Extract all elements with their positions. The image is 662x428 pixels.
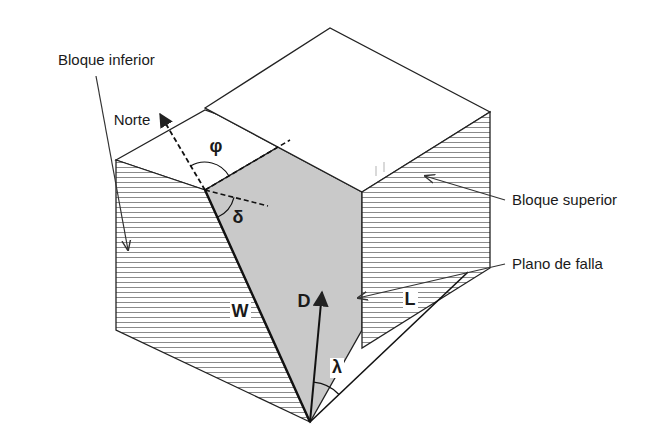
tick-mark [383,162,385,172]
rake-angle-arc [314,382,339,394]
width-line [205,190,310,422]
leader-arrow [425,176,505,200]
fault-plane [205,140,362,422]
direction-label: Norte [112,112,153,129]
tick-mark [375,166,377,176]
angle-symbol: φ [210,137,223,157]
dimension-symbol: L [403,290,418,310]
dimension-symbol: W [230,302,251,322]
part-name: Bloque inferior [58,52,155,69]
strike-angle-arc [191,162,230,176]
north-arrow [160,114,205,190]
slip-vector [310,292,322,422]
part-name: Bloque superior [512,192,617,209]
dip-reference [205,190,268,206]
leader-arrow [358,264,505,298]
length-line [310,272,468,422]
part-name: Plano de falla [512,256,603,273]
angle-symbol: λ [330,358,344,378]
angle-symbol: δ [232,208,245,228]
vector-symbol: D [297,292,312,312]
leader-arrow [96,76,128,250]
